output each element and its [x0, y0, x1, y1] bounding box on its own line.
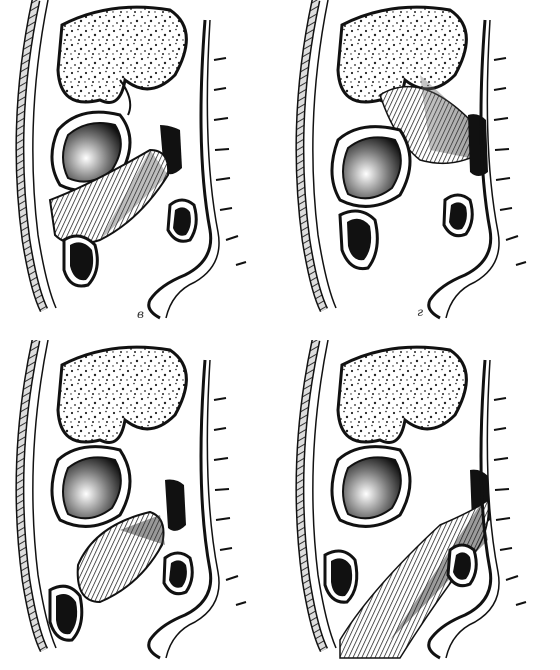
sagittal-section-a	[0, 0, 280, 320]
panel-label-b: г	[417, 305, 423, 319]
panel-a	[0, 0, 280, 320]
sagittal-section-c	[0, 340, 280, 660]
panel-b	[280, 0, 560, 320]
panel-d	[280, 340, 560, 660]
sagittal-section-b	[280, 0, 560, 320]
panel-c	[0, 340, 280, 660]
sagittal-section-d	[280, 340, 560, 660]
panel-label-a: в	[137, 307, 144, 321]
